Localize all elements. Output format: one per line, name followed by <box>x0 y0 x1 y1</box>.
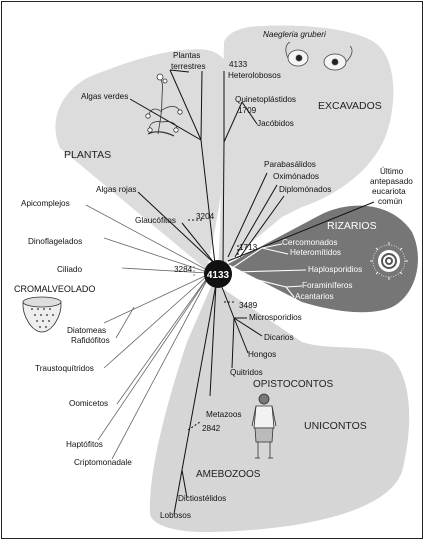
unicontos-region <box>149 282 410 533</box>
label-haplosporidios: Haplosporidios <box>308 265 362 274</box>
label-parabasalidos: Parabasálidos <box>264 160 316 169</box>
label-jacobidos: Jacóbidos <box>257 119 294 128</box>
label-acantarios: Acantarios <box>295 292 334 301</box>
label-diplomonados: Diplomónados <box>279 185 331 194</box>
label-oomicetos: Oomicetos <box>69 399 108 408</box>
ancestor-pointer <box>227 201 375 262</box>
label-ciliado: Ciliado <box>57 265 82 274</box>
label-quitridos: Quitridos <box>230 368 263 377</box>
plant-illustration <box>145 73 183 137</box>
group-label-amebozoos: AMEBOZOOS <box>196 469 261 480</box>
plantas-region <box>55 49 232 270</box>
label-dicarios: Dicarios <box>264 333 294 342</box>
node-label-3284: 3284 <box>174 265 193 274</box>
label-algas-rojas: Algas rojas <box>96 185 137 194</box>
label-naegleria: Naegleria gruberi <box>263 30 326 39</box>
label-ancestor-2: antepasado <box>370 177 413 186</box>
human-illustration <box>251 393 277 459</box>
label-glaucofitos: Glaucófitos <box>135 216 176 225</box>
node-label-3204: 3204 <box>196 212 215 221</box>
rizarios-branches <box>231 243 307 298</box>
label-lobosos: Lobosos <box>160 511 191 520</box>
label-quinetoplastidos: Quinetoplástidos <box>235 95 296 104</box>
node-label-1713: 1713 <box>239 243 258 252</box>
label-criptomonadale: Criptomonadale <box>74 458 132 467</box>
label-traustoquitridos: Traustoquítridos <box>35 364 94 373</box>
label-metazoos: Metazoos <box>206 410 242 419</box>
radiolarian-illustration <box>370 242 408 280</box>
label-algas-verdes: Algas verdes <box>81 92 128 101</box>
group-label-unicontos: UNICONTOS <box>304 420 367 432</box>
group-label-rizarios: RIZARIOS <box>327 220 377 232</box>
cromalveolado-branches <box>85 204 208 460</box>
label-heterolobosos: Heterolobosos <box>228 71 281 80</box>
naegleria-illustration <box>285 41 353 71</box>
label-ancestor-1: Último <box>380 166 404 176</box>
label-haptofitos: Haptófitos <box>66 440 103 449</box>
plantas-branches <box>129 69 216 265</box>
root-node <box>204 260 232 288</box>
diatom-illustration <box>22 296 62 333</box>
label-plantas-terrestres-1: Plantas <box>173 51 200 60</box>
label-heteromitidos: Heteromítidos <box>290 248 341 257</box>
label-ancestor-4: común <box>378 197 403 206</box>
excavados-region <box>218 25 394 271</box>
node-label-1709: 1709 <box>238 106 257 115</box>
unicontos-branches <box>173 281 263 515</box>
label-foraminiferos: Foraminíferos <box>302 281 353 290</box>
rizarios-region <box>228 205 418 313</box>
group-label-opistocontos: OPISTOCONTOS <box>253 379 334 390</box>
label-diatomeas: Diatomeas <box>67 326 106 335</box>
group-label-excavados: EXCAVADOS <box>318 100 382 112</box>
label-rafidofitos: Rafidófitos <box>71 336 110 345</box>
label-dinoflagelados: Dinoflagelados <box>28 237 82 246</box>
label-hongos: Hongos <box>248 350 276 359</box>
label-plantas-terrestres-2: terrestres <box>171 62 206 71</box>
label-apicomplejos: Apicomplejos <box>21 199 70 208</box>
label-ancestor-3: eucariota <box>372 187 406 196</box>
node-label-4133-heterolobosos: 4133 <box>229 60 248 69</box>
group-label-plantas: PLANTAS <box>64 149 111 161</box>
node-label-3489: 3489 <box>239 301 258 310</box>
root-node-label: 4133 <box>207 270 230 281</box>
label-microsporidios: Microsporidios <box>249 313 302 322</box>
group-label-cromalveolado: CROMALVEOLADO <box>14 284 95 294</box>
label-oximonados: Oximónados <box>273 172 319 181</box>
node-label-2842: 2842 <box>202 424 221 433</box>
excavados-branches <box>222 71 285 265</box>
label-cercomonados: Cercomonados <box>282 238 338 247</box>
label-dictiostelidos: Dictiostélidos <box>178 494 226 503</box>
